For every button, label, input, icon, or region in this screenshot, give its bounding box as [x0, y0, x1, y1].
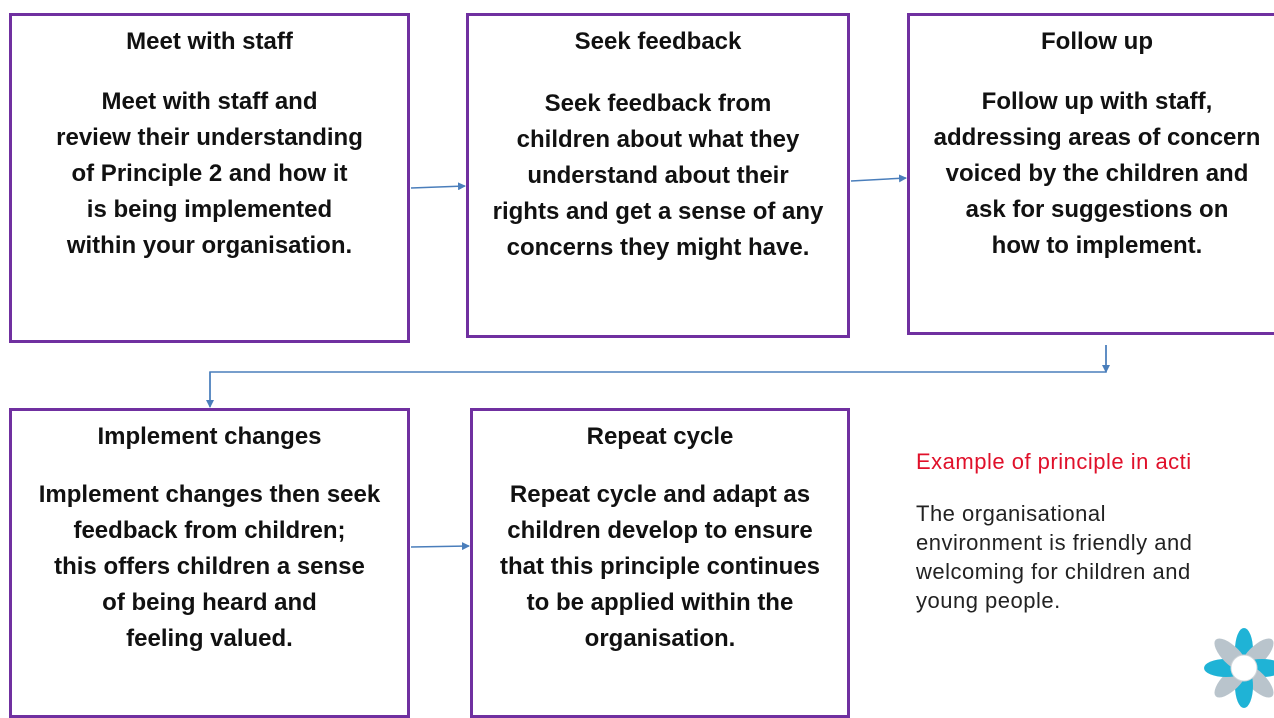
example-heading: Example of principle in acti: [916, 449, 1192, 474]
flower-logo-icon: [1204, 628, 1274, 708]
step-title: Repeat cycle: [586, 423, 734, 450]
step-description: Seek feedback from children about what t…: [492, 90, 824, 261]
step-box-seek-feedback: Seek feedback Seek feedback from childre…: [466, 13, 850, 338]
arrow-step3-to-step4: [209, 345, 1107, 406]
step-box-meet-with-staff: Meet with staff Meet with staff and revi…: [9, 13, 410, 343]
step-title: Follow up: [1041, 28, 1153, 55]
step-title: Implement changes: [97, 423, 322, 450]
example-panel: Example of principle in acti The organis…: [916, 449, 1274, 615]
step-description: Meet with staff and review their underst…: [56, 88, 363, 259]
arrow-step1-to-step2: [410, 182, 466, 191]
example-text: The organisational environment is friend…: [916, 501, 1193, 613]
step-box-follow-up: Follow up Follow up with staff, addressi…: [907, 13, 1274, 335]
arrow-step2-to-step3: [850, 174, 907, 183]
arrow-step4-to-step5: [410, 542, 470, 551]
step-description: Implement changes then seek feedback fro…: [38, 481, 381, 652]
step-description: Repeat cycle and adapt as children devel…: [499, 481, 821, 652]
step-title: Meet with staff: [126, 28, 293, 55]
step-box-repeat-cycle: Repeat cycle Repeat cycle and adapt as c…: [470, 408, 850, 718]
step-title: Seek feedback: [574, 28, 742, 55]
step-box-implement-changes: Implement changes Implement changes then…: [9, 408, 410, 718]
step-description: Follow up with staff, addressing areas o…: [933, 88, 1261, 259]
